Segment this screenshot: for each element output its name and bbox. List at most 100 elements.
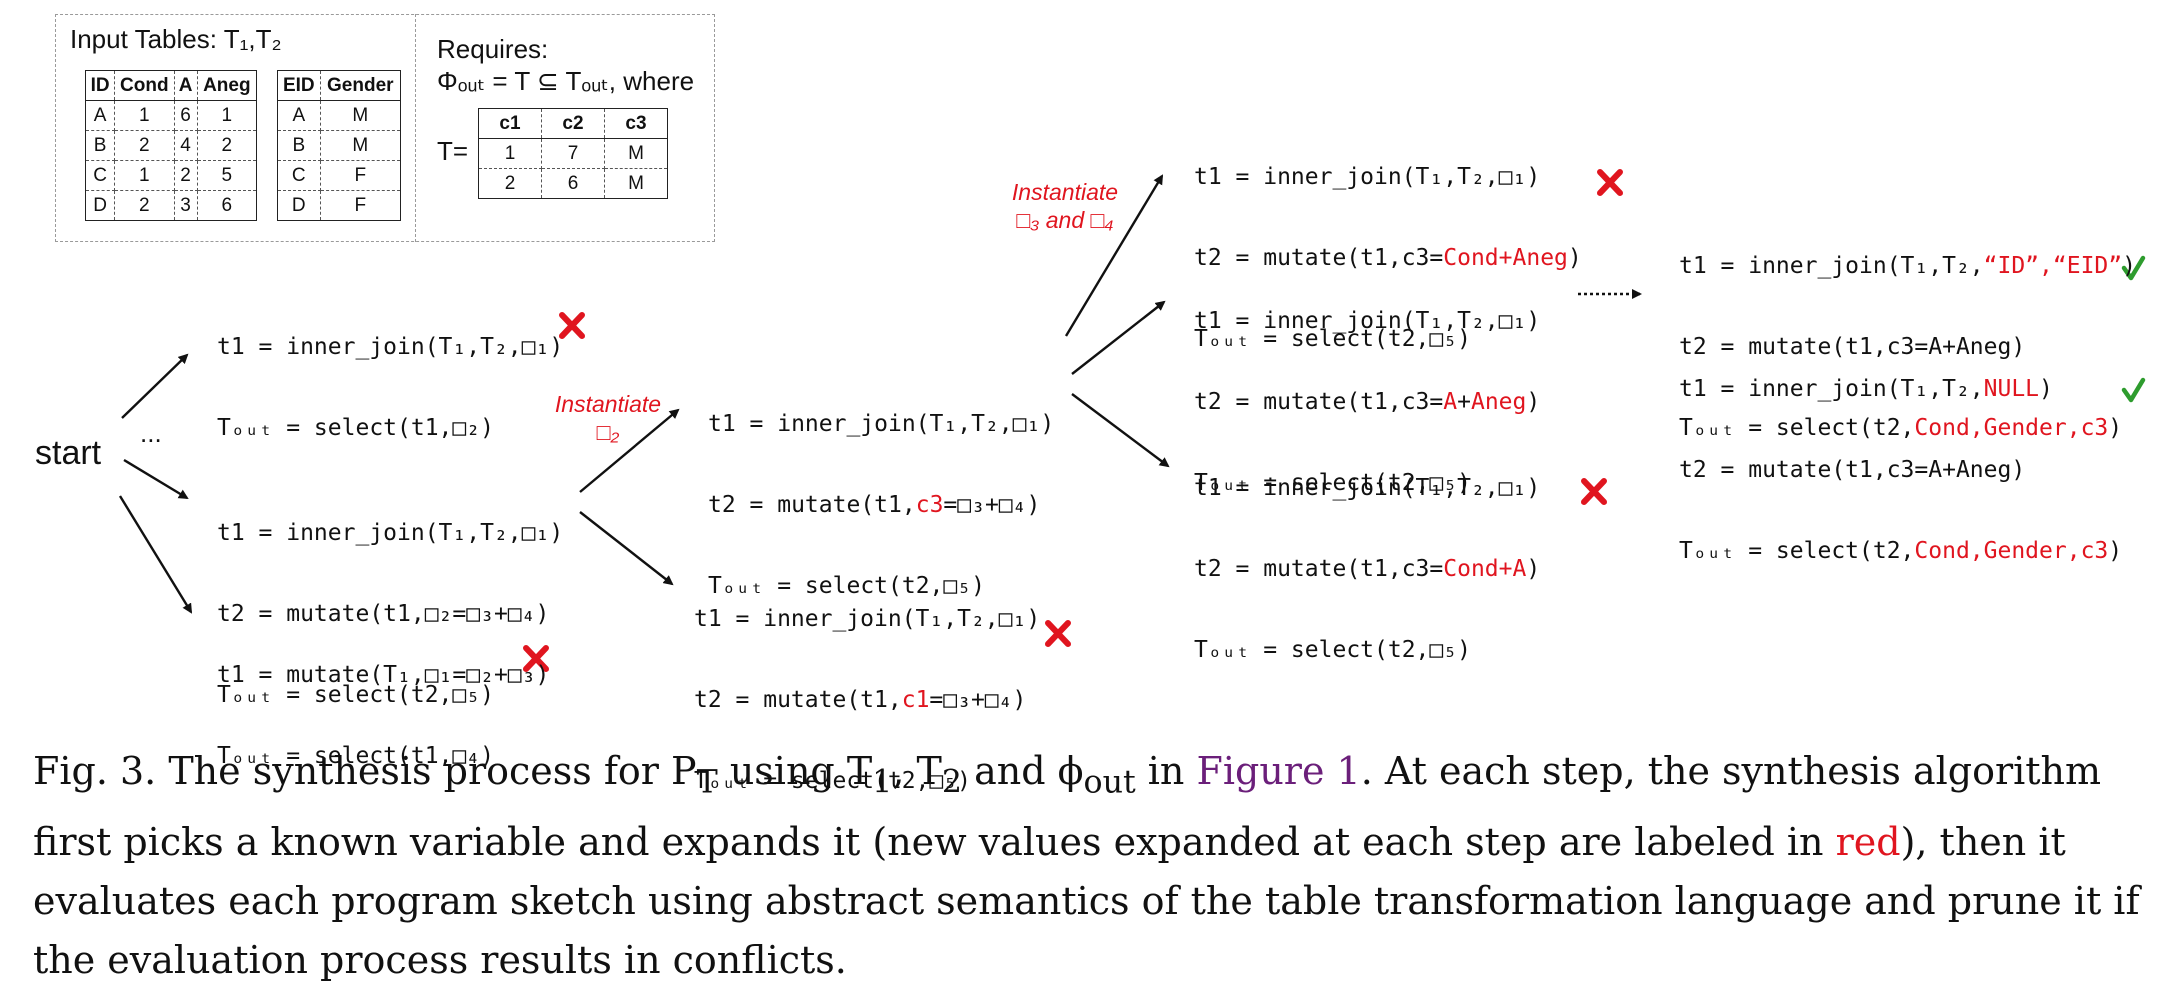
code-fragment-new: Cond xyxy=(1443,556,1499,582)
t2-header: Gender xyxy=(319,70,402,101)
code-line: t1 = mutate(T₁,□₁=□₂+□₃) xyxy=(217,662,550,688)
caption-text: using T xyxy=(717,749,873,793)
arrow-start-to-n1 xyxy=(121,353,189,419)
t3-cell: 6 xyxy=(541,168,605,199)
code-line: Tₒᵤₜ = select(t2,□₅) xyxy=(1194,326,1471,352)
cross-icon xyxy=(1581,478,1607,505)
t3-cell: 2 xyxy=(478,168,542,199)
code-fragment-new: + xyxy=(1498,556,1513,582)
caption-text: , T xyxy=(892,749,942,793)
code-fragment: ) xyxy=(1567,245,1582,271)
code-fragment-new: “ID”,“EID” xyxy=(1983,253,2123,279)
ellipsis: ... xyxy=(140,418,162,448)
requires-formula: Φₒᵤₜ = T ⊆ Tₒᵤₜ, where xyxy=(437,66,695,96)
caption-text: ), then it evaluates each program sketch… xyxy=(33,819,2140,982)
t1-cell: D xyxy=(84,190,116,221)
code-line: Tₒᵤₜ = select(t2,□₅) xyxy=(1194,470,1471,496)
code-fragment-new: Cond,Gender,c3 xyxy=(1914,415,2109,441)
code-fragment: ) xyxy=(2108,415,2123,441)
t2-cell: D xyxy=(277,190,321,221)
t1-cell: 1 xyxy=(196,100,258,131)
code-fragment: t2 = mutate(t1,c3= xyxy=(1194,245,1444,271)
code-line: t1 = inner_join(T₁,T₂,□₁) xyxy=(708,411,1055,437)
arrow-start-to-n2 xyxy=(123,458,189,500)
arrow-n4-to-n6 xyxy=(1064,174,1164,337)
code-fragment-new: A xyxy=(1443,389,1458,415)
code-line: t1 = inner_join(T₁,T₂,□₁) xyxy=(1194,308,1541,334)
code-line: t2 = mutate(t1,c3=Cond+Aneg) xyxy=(1194,245,1582,272)
diagram-arrows xyxy=(118,169,2146,672)
code-fragment: t2 = mutate(t1,c3= xyxy=(1194,556,1444,582)
code-fragment: t2 = mutate(t1, xyxy=(708,492,916,518)
code-fragment: ) xyxy=(2039,376,2053,402)
code-line: t2 = mutate(t1,c3=A+Aneg) xyxy=(1679,457,2026,483)
code-line: t1 = inner_join(T₁,T₂,□₁) xyxy=(1194,475,1541,501)
code-line: t2 = mutate(t1,□₂=□₃+□₄) xyxy=(217,601,550,627)
code-line: t2 = mutate(t1,c3=A+Aneg) xyxy=(1194,389,1540,416)
caption-text: . At each step, the synthesis algorithm … xyxy=(33,749,2102,864)
code-fragment: =□₃+□₄) xyxy=(929,687,1027,713)
arrow-start-to-n3 xyxy=(118,495,193,614)
caption-text: Fig. 3. The synthesis process for P xyxy=(33,749,697,793)
code-fragment-new: A xyxy=(1512,556,1527,582)
code-line: Tₒᵤₜ = select(t2,Cond,Gender,c3) xyxy=(1679,538,2122,565)
sketch-node-6: t1 = inner_join(T₁,T₂,□₁) t2 = mutate(t1… xyxy=(1194,110,1582,380)
code-line: t1 = inner_join(T₁,T₂,□₁) xyxy=(1194,164,1541,190)
sketch-node-8: t1 = inner_join(T₁,T₂,□₁) t2 = mutate(t1… xyxy=(1194,421,1540,691)
code-line: Tₒᵤₜ = select(t2,□₅) xyxy=(1194,637,1471,663)
caption-sub: out xyxy=(1083,764,1136,801)
code-fragment-new: Cond,Gender,c3 xyxy=(1914,538,2109,564)
check-icon xyxy=(2121,377,2146,403)
t2-cell: M xyxy=(319,100,402,131)
code-fragment: t1 = inner_join(T₁,T₂, xyxy=(1679,376,1984,402)
t-equals-label: T= xyxy=(437,136,469,166)
t1-cell: 6 xyxy=(196,190,258,221)
code-fragment: t1 = inner_join(T₁,T₂, xyxy=(1679,253,1984,279)
t2-cell: B xyxy=(277,130,321,161)
code-line: t1 = inner_join(T₁,T₂,□₁) xyxy=(217,334,564,360)
sketch-node-7: t1 = inner_join(T₁,T₂,□₁) t2 = mutate(t1… xyxy=(1194,254,1540,524)
code-fragment: Tₒᵤₜ = select(t2, xyxy=(1679,538,1915,564)
caption-sub: 2 xyxy=(941,764,962,801)
caption-text: and ϕ xyxy=(962,749,1084,793)
arrow-n4-to-n7 xyxy=(1071,300,1166,375)
t3-header: c1 xyxy=(478,108,542,139)
code-fragment: t2 = mutate(t1,c3= xyxy=(1194,389,1444,415)
sketch-node-10: t1 = inner_join(T₁,T₂,NULL) t2 = mutate(… xyxy=(1679,322,2122,592)
input-tables-panel xyxy=(55,14,715,242)
code-fragment: + xyxy=(1457,389,1471,415)
instantiate-label-line: □₂ xyxy=(596,419,620,445)
t3-cell: M xyxy=(604,168,668,199)
figure-1-link[interactable]: Figure 1 xyxy=(1196,749,1361,793)
code-fragment: ) xyxy=(2122,253,2136,279)
code-fragment: ) xyxy=(2108,538,2123,564)
code-line: t2 = mutate(t1,c3=□₃+□₄) xyxy=(708,492,1054,519)
check-icon xyxy=(2121,255,2146,281)
figure-caption: Fig. 3. The synthesis process for PT usi… xyxy=(33,742,2153,990)
arrow-n2-to-n5 xyxy=(579,511,674,586)
code-fragment-new: NULL xyxy=(1983,376,2040,402)
code-line: Tₒᵤₜ = select(t2,Cond,Gender,c3) xyxy=(1679,415,2136,442)
caption-text: in xyxy=(1135,749,1197,793)
t1-cell: 2 xyxy=(114,190,175,221)
requires-title: Requires: xyxy=(437,34,549,64)
t1-cell: 5 xyxy=(196,160,258,191)
code-fragment: t2 = mutate(t1, xyxy=(694,687,902,713)
t1-cell: 1 xyxy=(114,100,175,131)
code-fragment-new: c3 xyxy=(915,492,944,518)
sketch-node-9: t1 = inner_join(T₁,T₂,“ID”,“EID”) t2 = m… xyxy=(1679,199,2136,469)
cross-icon xyxy=(523,645,549,672)
code-line: t2 = mutate(t1,c1=□₃+□₄) xyxy=(694,687,1040,714)
code-fragment: ) xyxy=(1526,389,1541,415)
panel-divider xyxy=(415,14,416,242)
sketch-node-1: t1 = inner_join(T₁,T₂,□₁) Tₒᵤₜ = select(… xyxy=(217,280,563,469)
code-fragment-new: c1 xyxy=(901,687,930,713)
cross-icon xyxy=(559,312,585,339)
arrow-n4-to-n8 xyxy=(1071,393,1170,468)
code-fragment: =□₃+□₄) xyxy=(943,492,1041,518)
code-line: t1 = inner_join(T₁,T₂,□₁) xyxy=(694,606,1041,632)
t3-cell: M xyxy=(604,138,668,169)
